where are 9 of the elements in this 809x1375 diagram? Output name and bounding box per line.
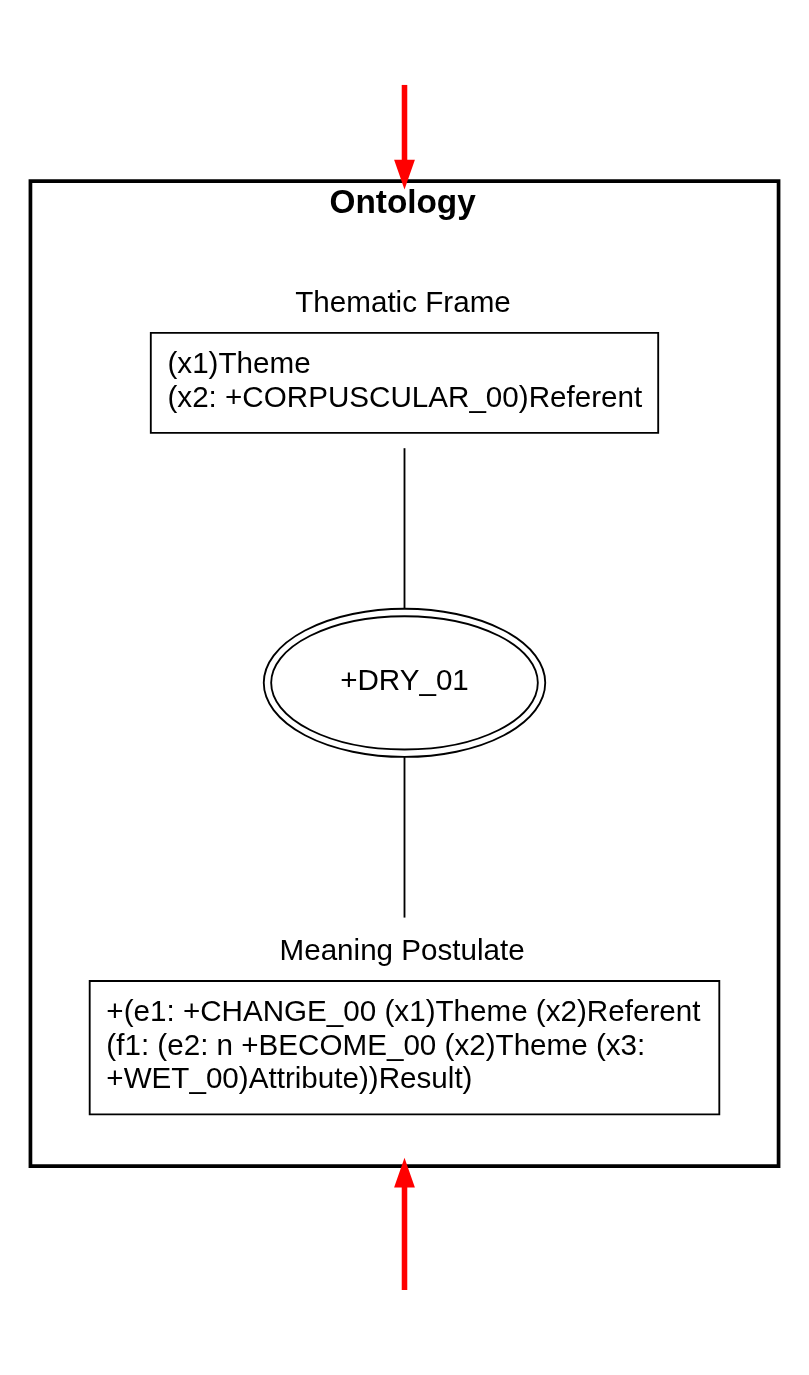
connector	[403, 447, 406, 610]
node-label: Meaning Postulate	[279, 933, 525, 967]
connector	[403, 756, 406, 919]
arrow	[394, 1157, 415, 1290]
node-box: (x1)Theme (x2: +CORPUSCULAR_00)Referent	[149, 331, 660, 434]
node-box: +(e1: +CHANGE_00 (x1)Theme (x2)Referent (f1: (e2: n +BECOME_00 (x2)Theme (x3: +WET_00)Attribute))Result)	[88, 980, 721, 1116]
node-ellipse: +DRY_01	[262, 607, 547, 758]
node-label: Thematic Frame	[295, 285, 511, 319]
arrow	[394, 84, 415, 190]
